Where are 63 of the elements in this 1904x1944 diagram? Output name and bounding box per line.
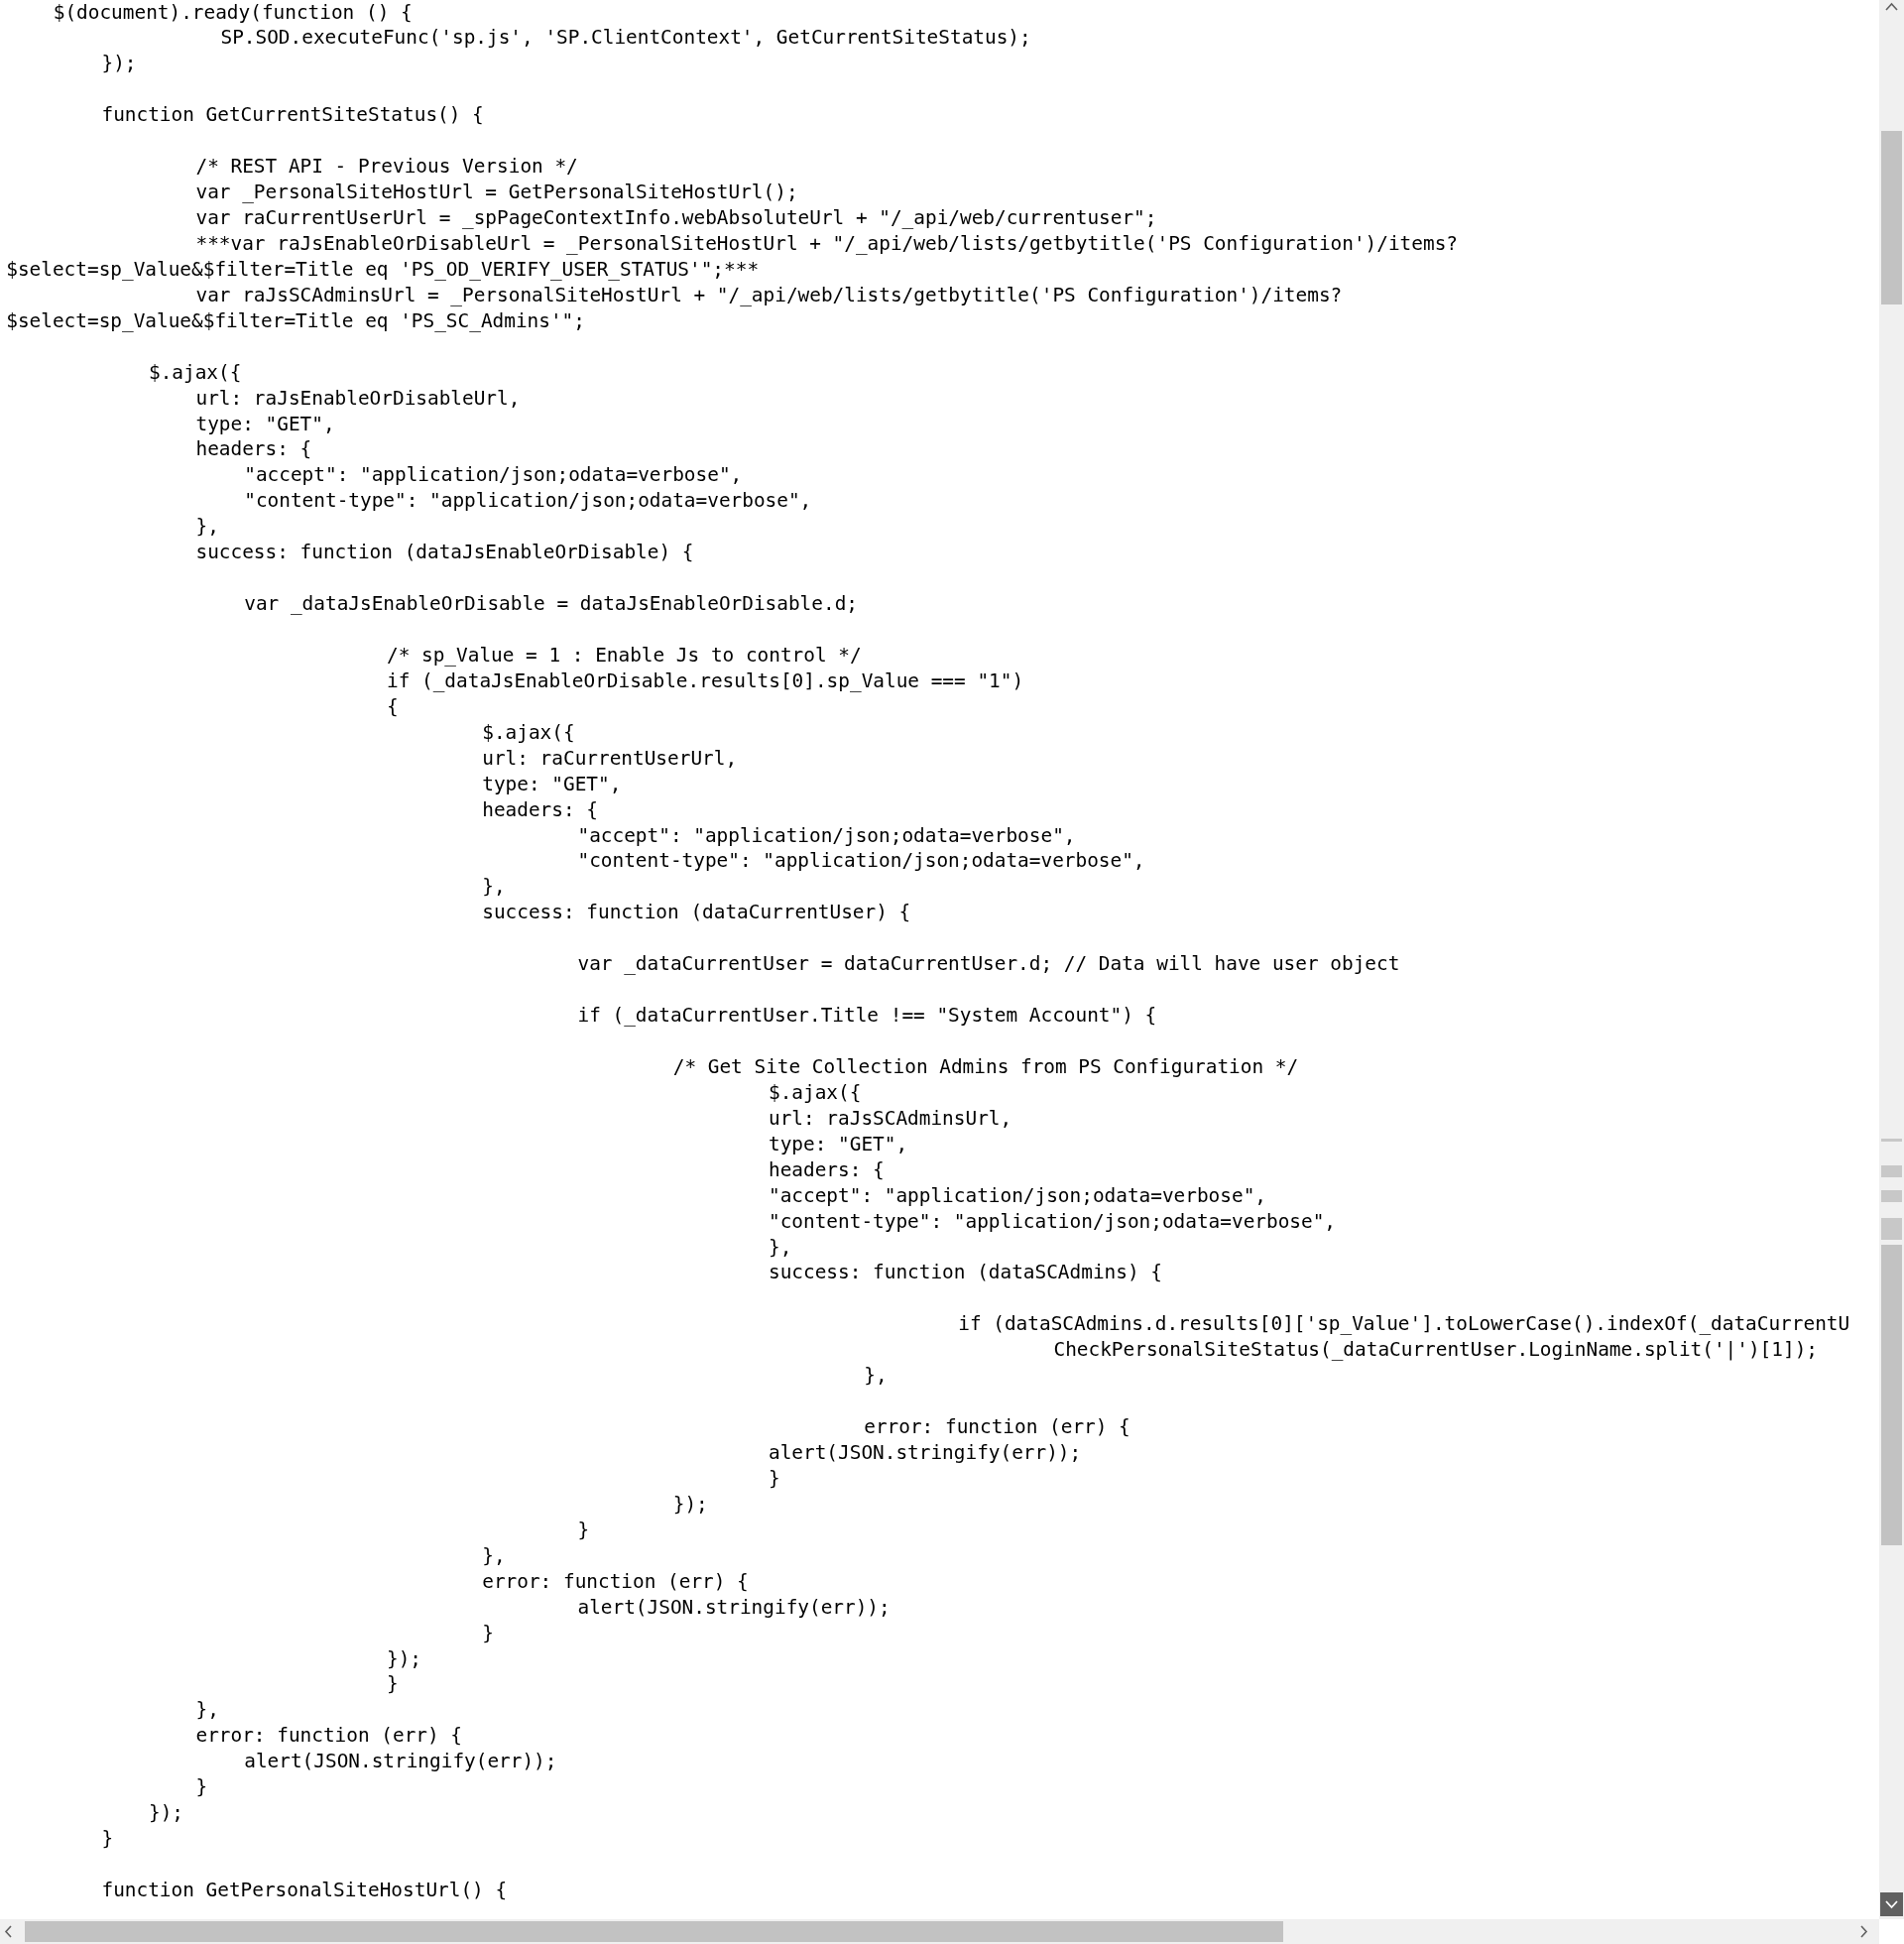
code-line: type: "GET", [195, 411, 335, 437]
code-line: success: function (dataCurrentUser) { [482, 900, 911, 926]
code-line: url: raJsEnableOrDisableUrl, [195, 385, 521, 412]
code-line: alert(JSON.stringify(err)); [769, 1440, 1082, 1466]
code-line: }); [149, 1800, 184, 1827]
code-line: /* sp_Value = 1 : Enable Js to control */ [387, 642, 862, 668]
code-line: function GetCurrentSiteStatus() { [101, 102, 484, 129]
code-line: } [195, 1774, 208, 1801]
code-line: if (_dataCurrentUser.Title !== "System Account") { [577, 1003, 1157, 1030]
code-line: error: function (err) { [864, 1414, 1130, 1441]
code-line: $.ajax({ [769, 1079, 862, 1106]
code-line: }, [864, 1363, 888, 1390]
code-line: /* REST API - Previous Version */ [195, 154, 578, 181]
code-line: }, [482, 874, 506, 901]
code-line: $select=sp_Value&$filter=Title eq 'PS_SC_Admins'"; [6, 307, 585, 334]
code-line: var raCurrentUserUrl = _spPageContextInfo.webAbsoluteUrl + "/_api/web/currentuser"; [195, 205, 1157, 231]
code-line: "accept": "application/json;odata=verbose", [577, 822, 1076, 849]
code-line: alert(JSON.stringify(err)); [244, 1749, 557, 1775]
code-line: if (_dataJsEnableOrDisable.results[0].sp_Value === "1") [387, 668, 1024, 694]
code-line: }, [482, 1542, 506, 1569]
code-line: type: "GET", [769, 1131, 908, 1157]
code-line: $.ajax({ [482, 719, 575, 746]
code-line: SP.SOD.executeFunc('sp.js', 'SP.ClientContext', GetCurrentSiteStatus); [220, 25, 1031, 52]
code-line: } [387, 1671, 399, 1698]
code-line: error: function (err) { [482, 1568, 749, 1595]
code-line: } [101, 1826, 114, 1853]
code-line: var _dataCurrentUser = dataCurrentUser.d; // Data will have user object [577, 951, 1400, 978]
code-line: type: "GET", [482, 771, 622, 797]
code-line: } [769, 1465, 780, 1492]
code-line: "accept": "application/json;odata=verbose", [769, 1182, 1266, 1209]
code-line: "content-type": "application/json;odata=verbose", [244, 488, 812, 515]
code-line: var _dataJsEnableOrDisable = dataJsEnableOrDisable.d; [244, 591, 858, 618]
code-line: CheckPersonalSiteStatus(_dataCurrentUser.LoginName.split('|')[1]); [1053, 1337, 1818, 1364]
code-line: $(document).ready(function () { [53, 0, 413, 26]
code-line: headers: { [482, 796, 598, 823]
code-line: var _PersonalSiteHostUrl = GetPersonalSiteHostUrl(); [195, 180, 798, 206]
code-line: url: raJsSCAdminsUrl, [769, 1105, 1012, 1132]
code-line: "content-type": "application/json;odata=verbose", [769, 1208, 1337, 1235]
code-line: }, [769, 1234, 792, 1261]
code-line: /* Get Site Collection Admins from PS Configuration */ [672, 1053, 1299, 1080]
code-line: error: function (err) { [195, 1723, 462, 1750]
code-line: $.ajax({ [149, 359, 242, 386]
code-line: success: function (dataSCAdmins) { [769, 1260, 1162, 1286]
code-line: }); [672, 1491, 708, 1518]
code-line: } [577, 1517, 590, 1543]
code-line: "content-type": "application/json;odata=verbose", [577, 848, 1145, 875]
code-line: "accept": "application/json;odata=verbose", [244, 462, 743, 489]
code-line: url: raCurrentUserUrl, [482, 745, 738, 772]
code-line: }); [101, 51, 137, 77]
code-line: alert(JSON.stringify(err)); [577, 1594, 891, 1621]
code-line: }, [195, 1697, 219, 1724]
code-line: if (dataSCAdmins.d.results[0]['sp_Value'].toLowerCase().indexOf(_dataCurrentU [958, 1311, 1850, 1338]
code-line: { [387, 693, 399, 720]
code-line: ***var raJsEnableOrDisableUrl = _PersonalSiteHostUrl + "/_api/web/lists/getbytitle('PS Configuration')/items? [195, 230, 1458, 257]
code-line: $select=sp_Value&$filter=Title eq 'PS_OD_VERIFY_USER_STATUS'";*** [6, 256, 760, 283]
code-line: headers: { [769, 1156, 885, 1183]
code-line: } [482, 1620, 494, 1646]
code-line: }); [387, 1645, 422, 1672]
code-line: }, [195, 514, 219, 541]
code-line: success: function (dataJsEnableOrDisable) { [195, 540, 694, 566]
code-line: function GetPersonalSiteHostUrl() { [101, 1877, 508, 1903]
code-line: var raJsSCAdminsUrl = _PersonalSiteHostUrl + "/_api/web/lists/getbytitle('PS Configuration')/items? [195, 282, 1343, 308]
code-line: headers: { [195, 436, 312, 463]
